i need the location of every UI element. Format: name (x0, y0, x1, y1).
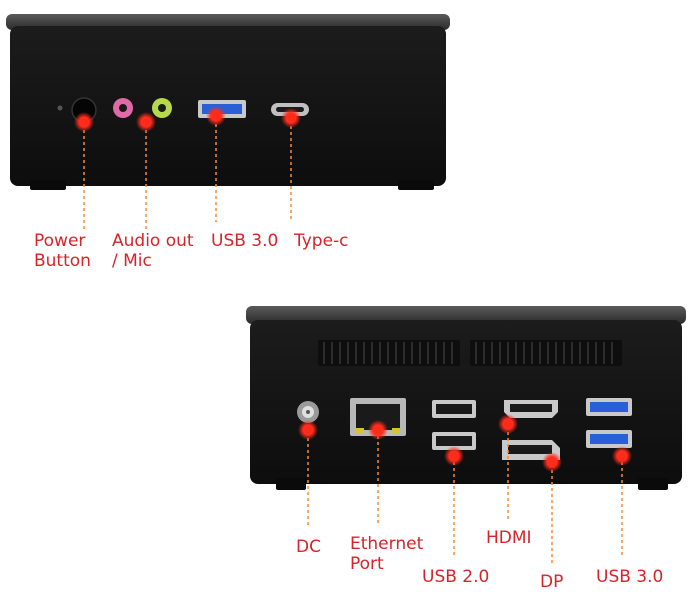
ethernet-led-left (356, 428, 364, 433)
label-ethernet-line2: Port (350, 554, 384, 574)
label-typec: Type-c (293, 231, 349, 251)
front-leader-lines (83, 118, 292, 230)
label-front-usb30: USB 3.0 (211, 231, 278, 251)
front-markers (74, 106, 301, 132)
front-device (6, 14, 450, 190)
power-marker (80, 118, 88, 126)
label-dp: DP (540, 572, 563, 592)
ethernet-marker (374, 426, 382, 434)
typec-marker (287, 114, 295, 122)
label-hdmi: HDMI (486, 528, 532, 548)
rear-top-lid (246, 306, 686, 324)
rear-leader-lines (307, 426, 623, 566)
label-usb20: USB 2.0 (422, 567, 489, 587)
label-power-line2: Button (34, 251, 91, 271)
dc-marker (304, 426, 312, 434)
usb30-rear-marker (618, 452, 626, 460)
front-foot-right (398, 180, 434, 190)
power-led (57, 105, 63, 111)
label-dc: DC (296, 537, 321, 557)
rear-device (246, 306, 686, 490)
rear-markers (298, 414, 632, 472)
usb30-front-marker (212, 112, 220, 120)
audio-marker (142, 118, 150, 126)
front-foot-left (30, 180, 66, 190)
dp-marker (548, 458, 556, 466)
usb20-marker (450, 452, 458, 460)
label-ethernet-line1: Ethernet (350, 534, 424, 554)
rear-foot-right (638, 478, 668, 490)
label-power-line1: Power (34, 231, 85, 251)
label-audio-line2: / Mic (112, 251, 152, 271)
label-audio-line1: Audio out (112, 231, 194, 251)
hdmi-marker (504, 420, 512, 428)
ethernet-led-right (392, 428, 400, 433)
label-rear-usb30: USB 3.0 (596, 567, 663, 587)
rear-foot-left (276, 478, 306, 490)
